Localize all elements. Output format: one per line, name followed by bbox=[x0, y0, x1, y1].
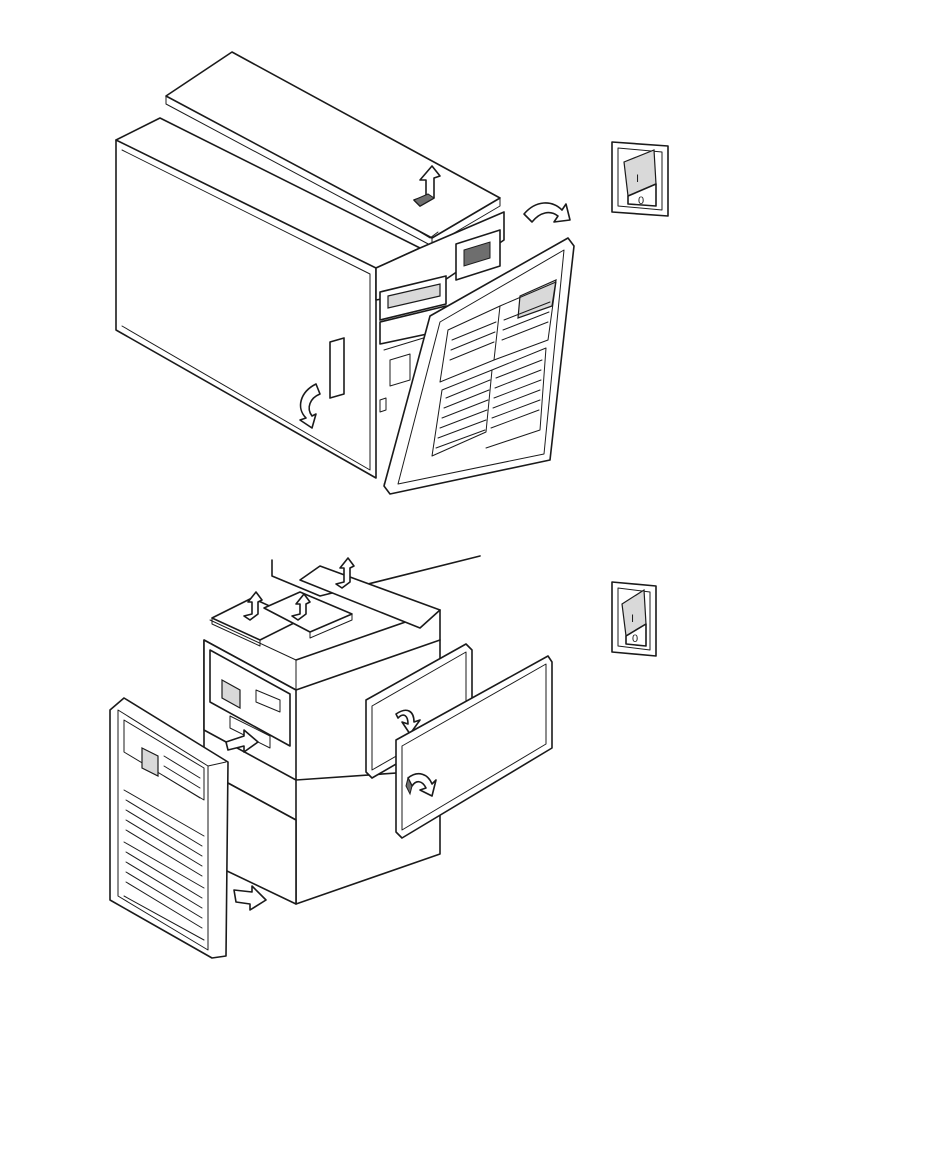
power-switch-icon: I 0 bbox=[612, 142, 668, 216]
power-switch-icon: I 0 bbox=[612, 582, 656, 656]
switch-on-mark: I bbox=[631, 613, 634, 625]
drive-bay-covers bbox=[212, 566, 440, 646]
figure-1-cover-removal: I 0 bbox=[116, 52, 668, 494]
switch-off-mark: 0 bbox=[632, 633, 638, 645]
side-latch bbox=[330, 338, 344, 398]
swing-arrow-icon bbox=[524, 203, 570, 222]
switch-off-mark: 0 bbox=[638, 195, 644, 207]
switch-on-mark: I bbox=[636, 173, 639, 185]
figure-2-internal-covers: I 0 bbox=[110, 556, 656, 958]
pull-arrow-icon bbox=[234, 886, 266, 910]
